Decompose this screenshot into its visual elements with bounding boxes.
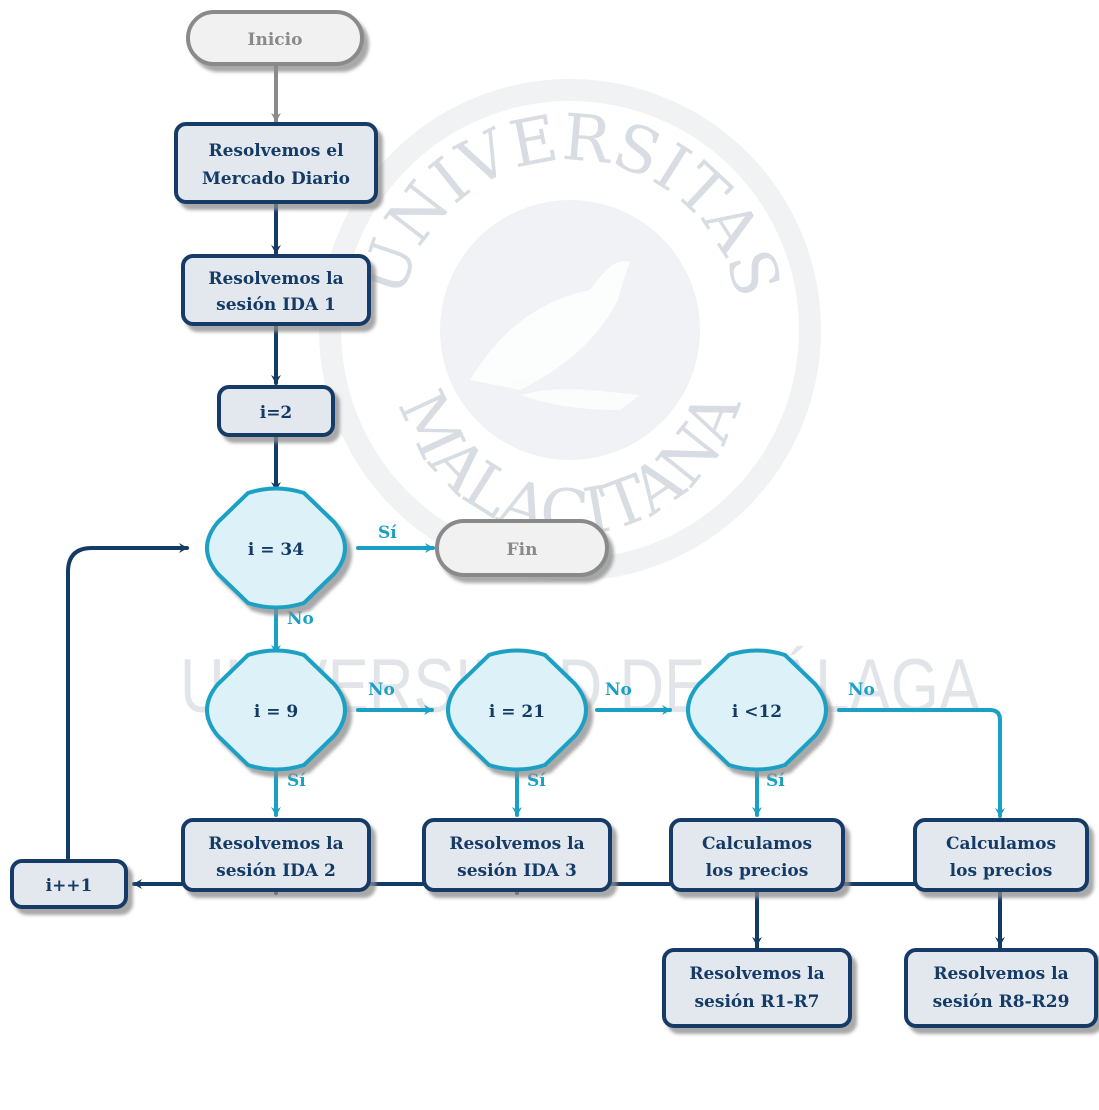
process-calc-prices-a-line2: los precios xyxy=(706,861,809,881)
process-r8-r29-line2: sesión R8-R29 xyxy=(933,992,1070,1012)
decision-i-34-label: i = 34 xyxy=(248,540,304,560)
edge-label-no-9: No xyxy=(368,680,395,700)
process-increment-label: i++1 xyxy=(46,876,93,896)
process-calc-prices-b-line1: Calculamos xyxy=(946,834,1056,854)
process-calc-prices-b: Calculamos los precios xyxy=(913,818,1089,892)
process-mercado-diario-line1: Resolvemos el xyxy=(208,141,344,161)
start-terminal-label: Inicio xyxy=(248,30,303,50)
decision-i-21-label: i = 21 xyxy=(489,702,545,722)
process-init: i=2 xyxy=(217,385,335,437)
process-r1-r7: Resolvemos la sesión R1-R7 xyxy=(662,948,852,1028)
end-terminal-label: Fin xyxy=(507,540,538,560)
process-calc-prices-b-line2: los precios xyxy=(950,861,1053,881)
edge-label-si-9: Sí xyxy=(287,771,306,791)
decision-i-9: i = 9 xyxy=(205,648,347,772)
process-ida2: Resolvemos la sesión IDA 2 xyxy=(181,818,371,892)
process-r1-r7-line2: sesión R1-R7 xyxy=(694,992,819,1012)
start-terminal: Inicio xyxy=(186,10,364,66)
process-ida1-line1: Resolvemos la xyxy=(208,269,343,289)
process-calc-prices-a-line1: Calculamos xyxy=(702,834,812,854)
process-ida3-line1: Resolvemos la xyxy=(449,834,584,854)
edge-label-si-12: Sí xyxy=(766,771,785,791)
edge-labels: Sí No No No No Sí Sí Sí xyxy=(287,523,875,791)
process-r1-r7-line1: Resolvemos la xyxy=(689,964,824,984)
edge-label-no-12: No xyxy=(848,680,875,700)
decision-i-lt-12: i <12 xyxy=(686,648,828,772)
process-ida3: Resolvemos la sesión IDA 3 xyxy=(422,818,612,892)
decision-i-34: i = 34 xyxy=(205,486,347,610)
edge-label-no-21: No xyxy=(605,680,632,700)
process-ida2-line2: sesión IDA 2 xyxy=(216,861,336,881)
process-r8-r29-line1: Resolvemos la xyxy=(933,964,1068,984)
process-ida3-line2: sesión IDA 3 xyxy=(457,861,577,881)
edge-label-si-21: Sí xyxy=(527,771,546,791)
end-terminal: Fin xyxy=(435,519,609,577)
process-init-label: i=2 xyxy=(260,403,293,423)
decision-i-21: i = 21 xyxy=(446,648,588,772)
process-ida1: Resolvemos la sesión IDA 1 xyxy=(181,254,371,326)
process-r8-r29: Resolvemos la sesión R8-R29 xyxy=(904,948,1098,1028)
process-increment: i++1 xyxy=(10,859,128,909)
process-mercado-diario-line2: Mercado Diario xyxy=(202,169,350,189)
decision-i-lt-12-label: i <12 xyxy=(732,702,782,722)
process-calc-prices-a: Calculamos los precios xyxy=(669,818,845,892)
process-ida2-line1: Resolvemos la xyxy=(208,834,343,854)
edge-label-no-34: No xyxy=(287,609,314,629)
watermark-seal: UNIVERSITAS MALACITANA xyxy=(319,79,821,581)
process-mercado-diario: Resolvemos el Mercado Diario xyxy=(174,122,378,204)
edge-label-si-34: Sí xyxy=(378,523,397,543)
process-ida1-line2: sesión IDA 1 xyxy=(216,295,336,315)
decision-i-9-label: i = 9 xyxy=(254,702,298,722)
dove-icon xyxy=(470,261,640,410)
